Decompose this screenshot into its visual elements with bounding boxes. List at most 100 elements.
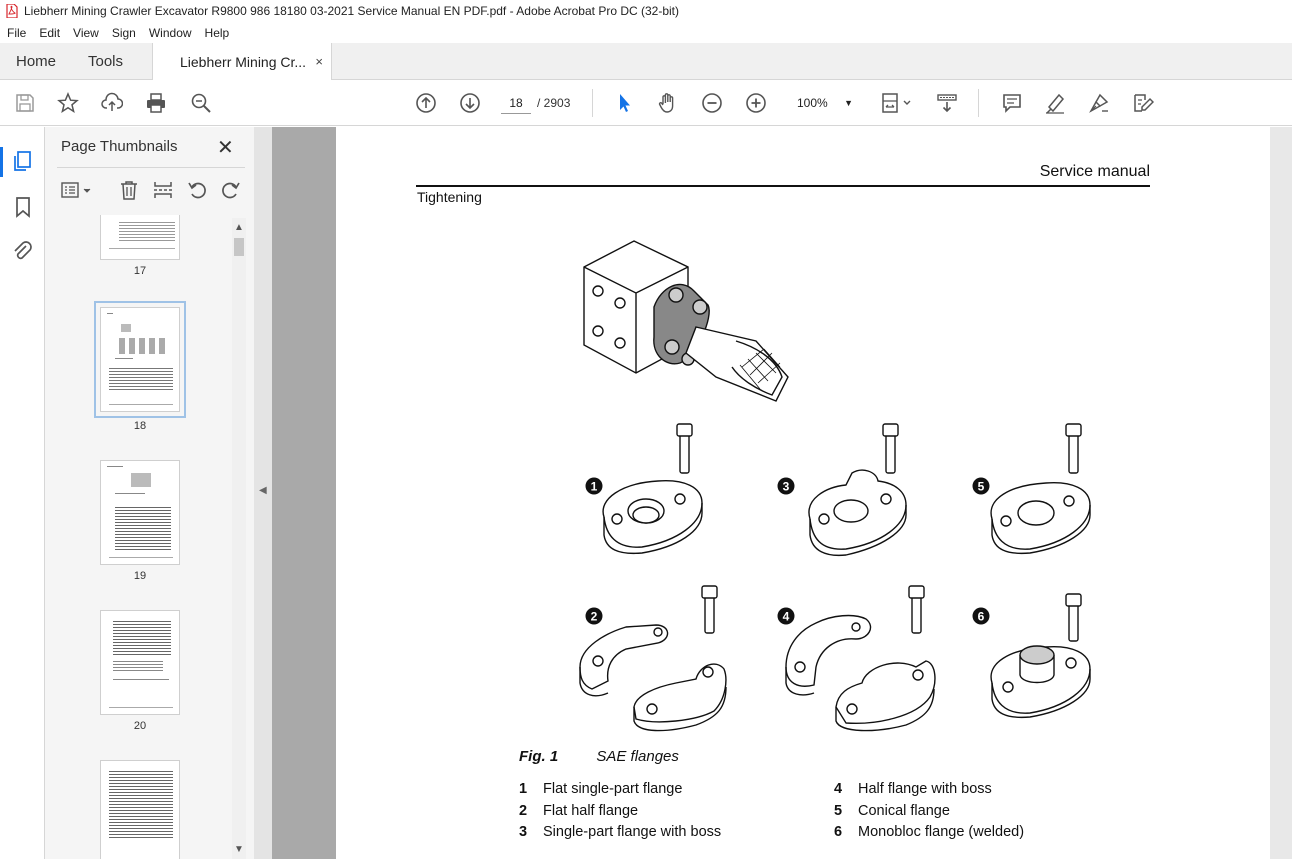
document-viewer: Service manual Tightening xyxy=(272,127,1270,859)
callout-2: 2 xyxy=(591,610,598,624)
scroll-up-icon[interactable]: ▲ xyxy=(234,222,244,233)
thumbnail-page-17[interactable] xyxy=(100,215,180,260)
tab-document[interactable]: Liebherr Mining Cr... × xyxy=(152,43,332,80)
close-tab-icon[interactable]: × xyxy=(315,54,323,69)
bookmark-icon[interactable] xyxy=(11,195,35,219)
chevron-down-icon: ▼ xyxy=(844,98,853,108)
flange-drawing-4 xyxy=(785,585,936,732)
caption-text: SAE flanges xyxy=(596,748,679,765)
flange-drawing-2 xyxy=(579,585,727,732)
navigation-rail xyxy=(0,127,45,859)
figure-callouts: 1 2 3 4 5 6 xyxy=(585,477,990,625)
scroll-down-icon[interactable]: ▼ xyxy=(234,844,244,855)
extract-pages-icon[interactable] xyxy=(151,178,175,202)
highlight-pen-icon[interactable] xyxy=(1043,91,1067,115)
scroll-mode-icon[interactable] xyxy=(935,91,959,115)
collapse-panel-icon[interactable]: ◀ xyxy=(259,485,267,496)
menu-sign[interactable]: Sign xyxy=(111,25,136,40)
sae-flanges-figure: 1 2 3 4 5 6 xyxy=(579,240,1091,732)
tab-home[interactable]: Home xyxy=(16,52,57,70)
menu-help[interactable]: Help xyxy=(204,25,230,40)
flange-assembly-drawing xyxy=(583,240,789,402)
zoom-search-icon[interactable] xyxy=(189,91,213,115)
menu-bar: File Edit View Sign Window Help xyxy=(0,22,1292,43)
fill-sign-icon[interactable] xyxy=(1131,91,1155,115)
panel-title: Page Thumbnails xyxy=(61,138,178,155)
save-icon[interactable] xyxy=(13,91,37,115)
page-total: / 2903 xyxy=(537,96,571,110)
figure-caption: Fig. 1 SAE flanges xyxy=(519,748,679,765)
page-header-right: Service manual xyxy=(1039,163,1150,180)
document-scrollbar[interactable] xyxy=(1270,127,1292,859)
close-panel-icon[interactable]: ✕ xyxy=(217,137,234,159)
active-indicator xyxy=(0,147,3,177)
title-bar: Liebherr Mining Crawler Excavator R9800 … xyxy=(0,0,1292,22)
tab-tools[interactable]: Tools xyxy=(88,52,124,70)
rotate-counterclockwise-icon[interactable] xyxy=(185,178,209,202)
thumbnail-scrollbar[interactable]: ▲ ▼ xyxy=(232,218,246,859)
page-thumbnails-icon[interactable] xyxy=(11,149,35,173)
toolbar-divider xyxy=(592,89,593,117)
next-page-icon[interactable] xyxy=(458,91,482,115)
star-icon[interactable] xyxy=(56,91,80,115)
zoom-out-icon[interactable] xyxy=(700,91,724,115)
callout-4: 4 xyxy=(783,610,790,624)
callout-5: 5 xyxy=(978,480,985,494)
draw-pen-icon[interactable] xyxy=(1087,91,1111,115)
thumbnail-page-18[interactable] xyxy=(94,301,186,418)
flange-drawing-6 xyxy=(990,593,1091,719)
hand-tool-icon[interactable] xyxy=(656,91,680,115)
tab-bar: Home Tools Liebherr Mining Cr... × xyxy=(0,43,1292,80)
previous-page-icon[interactable] xyxy=(414,91,438,115)
comment-icon[interactable] xyxy=(1000,91,1024,115)
delete-trash-icon[interactable] xyxy=(117,178,141,202)
zoom-value: 100% xyxy=(797,96,828,110)
thumbnail-label: 20 xyxy=(133,720,147,732)
zoom-in-icon[interactable] xyxy=(744,91,768,115)
upload-cloud-icon[interactable] xyxy=(100,91,124,115)
caption-label: Fig. 1 xyxy=(519,748,559,765)
options-menu-icon[interactable] xyxy=(59,178,93,202)
menu-view[interactable]: View xyxy=(73,25,99,40)
menu-window[interactable]: Window xyxy=(148,25,192,40)
print-icon[interactable] xyxy=(144,91,168,115)
tab-document-label: Liebherr Mining Cr... xyxy=(180,53,307,70)
panel-toolbar xyxy=(57,167,245,207)
thumbnail-label: 18 xyxy=(133,420,147,432)
rotate-clockwise-icon[interactable] xyxy=(219,178,243,202)
pdf-page: Service manual Tightening xyxy=(336,127,1270,859)
page-fit-icon[interactable] xyxy=(880,91,914,115)
thumbnail-page-20[interactable] xyxy=(100,610,180,715)
thumbnail-list: 17 18 19 20 xyxy=(45,215,241,859)
flange-drawing-1 xyxy=(602,423,703,555)
thumbnail-label: 17 xyxy=(133,265,147,277)
panel-splitter[interactable]: ◀ xyxy=(254,127,272,859)
page-header-left: Tightening xyxy=(417,189,482,205)
thumbnail-page-19[interactable] xyxy=(100,460,180,565)
pdf-icon xyxy=(6,4,18,18)
menu-file[interactable]: File xyxy=(7,25,27,40)
header-rule xyxy=(416,185,1150,187)
main-toolbar: 18 / 2903 100% ▼ xyxy=(0,80,1292,126)
zoom-dropdown[interactable]: 100% ▼ xyxy=(791,92,857,114)
callout-6: 6 xyxy=(978,610,985,624)
thumbnails-panel: Page Thumbnails ✕ 17 xyxy=(45,127,254,859)
select-cursor-icon[interactable] xyxy=(612,91,636,115)
callout-3: 3 xyxy=(783,480,790,494)
page-number-input[interactable]: 18 xyxy=(501,92,531,114)
menu-edit[interactable]: Edit xyxy=(39,25,61,40)
window-title: Liebherr Mining Crawler Excavator R9800 … xyxy=(24,4,680,18)
thumbnail-label: 19 xyxy=(133,570,147,582)
attachment-paperclip-icon[interactable] xyxy=(11,240,35,264)
scrollbar-thumb[interactable] xyxy=(234,238,244,256)
flange-drawing-3 xyxy=(808,423,907,557)
thumbnail-page-21[interactable] xyxy=(100,760,180,859)
